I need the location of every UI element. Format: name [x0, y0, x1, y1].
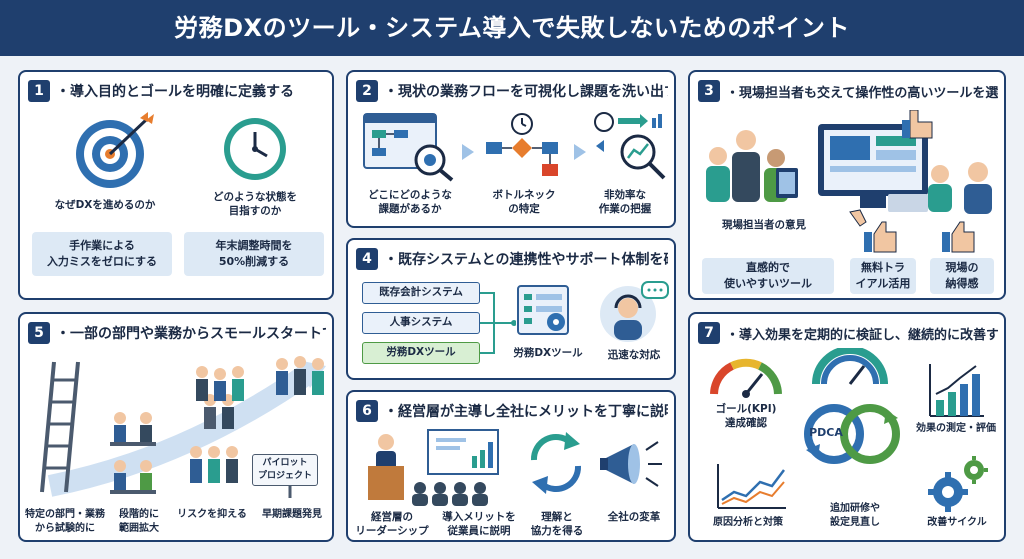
- explain-benefits-label: 導入メリットを 従業員に説明: [442, 511, 516, 537]
- kpi-label: ゴール(KPI) 達成確認: [715, 403, 777, 429]
- step-number: 1: [28, 80, 50, 102]
- card-goal-definition: 1 ・導入目的とゴールを明確に定義する なぜDXを進めるのか どのような状態を …: [18, 70, 334, 300]
- card-small-start: 5 ・一部の部門や業務からスモールスタートで始める: [18, 312, 334, 542]
- target-icon: [76, 112, 154, 188]
- pdca-label: PDCA: [809, 426, 843, 439]
- gradual-expansion-label: 段階的に 範囲拡大: [119, 509, 159, 534]
- accounting-system-box: 既存会計システム: [362, 282, 480, 304]
- clock-icon: [224, 118, 286, 180]
- step-number: 2: [356, 80, 378, 102]
- bottleneck-label: ボトルネック の特定: [492, 189, 556, 215]
- gain-cooperation-label: 理解と 協力を得る: [530, 511, 584, 537]
- card-title: ・現状の業務フローを可視化し課題を洗い出す: [384, 84, 668, 100]
- quick-response-label: 迅速な対応: [607, 349, 661, 361]
- card-leadership-communication: 6 ・経営層が主導し全社にメリットを丁寧に説明する 経営層の リーダーシップ 導…: [346, 390, 676, 542]
- pilot-project-sign: パイロット プロジェクト: [252, 454, 318, 486]
- step-number: 5: [28, 322, 50, 344]
- staff-buy-in-chip: 現場の 納得感: [930, 258, 994, 294]
- card-title: ・経営層が主導し全社にメリットを丁寧に説明する: [384, 404, 668, 420]
- inefficiency-analysis-icon: [594, 112, 666, 180]
- risk-reduction-label: リスクを抑える: [177, 509, 247, 520]
- team-reviewing-tool-illustration: [706, 110, 992, 227]
- flowchart-magnifier-icon: [363, 113, 454, 182]
- presentation-illustration: [368, 429, 499, 506]
- card-title: ・一部の部門や業務からスモールスタートで始める: [56, 326, 326, 342]
- card-title: ・現場担当者も交えて操作性の高いツールを選ぶ: [726, 85, 998, 101]
- step-number: 4: [356, 248, 378, 270]
- support-operator-icon: [600, 281, 669, 342]
- pdca-cycle-icon: [804, 348, 900, 464]
- card-title: ・導入目的とゴールを明確に定義する: [56, 84, 294, 100]
- labor-dx-tool-box: 労務DXツール: [362, 342, 480, 364]
- card-tool-selection: 3 ・現場担当者も交えて操作性の高いツールを選ぶ 現場担当者の意見 直感的で 使…: [688, 70, 1006, 300]
- card-continuous-improvement: 7 ・導入効果を定期的に検証し、継続的に改善する ゴール(KPI) 達成確認 P…: [688, 312, 1006, 542]
- thumbs-up-icon: [864, 221, 897, 253]
- goal-chip-zero-errors: 手作業による 入力ミスをゼロにする: [32, 232, 172, 276]
- gears-icon: [928, 456, 988, 512]
- card-title: ・導入効果を定期的に検証し、継続的に改善する: [726, 327, 998, 343]
- inefficiency-label: 非効率な 作業の把握: [598, 189, 652, 215]
- state-label: どのような状態を 目指すのか: [213, 191, 297, 217]
- growth-chart-icon: [929, 364, 984, 417]
- megaphone-icon: [600, 441, 662, 487]
- card-title: ・既存システムとの連携性やサポート体制を確認する: [384, 252, 668, 268]
- tool-settings-icon: [517, 285, 569, 335]
- arrow-right-icon: [462, 144, 474, 160]
- additional-training-label: 追加研修や 設定見直し: [830, 503, 880, 528]
- early-issue-detection-label: 早期課題発見: [262, 509, 322, 520]
- step-number: 7: [698, 322, 720, 344]
- improvement-cycle-label: 改善サイクル: [927, 517, 987, 528]
- hr-system-box: 人事システム: [362, 312, 480, 334]
- arrow-right-icon: [574, 144, 586, 160]
- bottleneck-flow-icon: [486, 113, 558, 176]
- analysis-chart-icon: [717, 464, 786, 509]
- thumbs-up-icon: [942, 221, 975, 253]
- card-workflow-visualization: 2 ・現状の業務フローを可視化し課題を洗い出す: [346, 70, 676, 228]
- intuitive-tool-chip: 直感的で 使いやすいツール: [702, 258, 834, 294]
- goal-chip-time-reduction: 年末調整時間を 50%削減する: [184, 232, 324, 276]
- why-label: なぜDXを進めるのか: [54, 199, 156, 211]
- root-cause-label: 原因分析と対策: [713, 517, 783, 528]
- step-number: 6: [356, 400, 378, 422]
- kpi-gauge-icon: [710, 358, 782, 398]
- leadership-label: 経営層の リーダーシップ: [355, 511, 429, 537]
- tool-label: 労務DXツール: [513, 347, 583, 359]
- small-start-illustration: [40, 356, 326, 498]
- pilot-department-label: 特定の部門・業務 から試験的に: [25, 509, 105, 534]
- connector-lines: [480, 292, 516, 354]
- issue-location-label: どこにどのような 課題があるか: [368, 189, 452, 215]
- page-title: 労務DXのツール・システム導入で失敗しないためのポイント: [0, 0, 1024, 56]
- step-number: 3: [698, 80, 720, 102]
- cycle-arrows-icon: [530, 432, 582, 494]
- company-transformation-label: 全社の変革: [607, 511, 661, 523]
- effect-measurement-label: 効果の測定・評価: [916, 423, 996, 434]
- card-integration-support: 4 ・既存システムとの連携性やサポート体制を確認する 既存会計システム 人事シス…: [346, 238, 676, 380]
- free-trial-chip: 無料トラ イアル活用: [850, 258, 916, 294]
- staff-opinion-label: 現場担当者の意見: [722, 219, 806, 231]
